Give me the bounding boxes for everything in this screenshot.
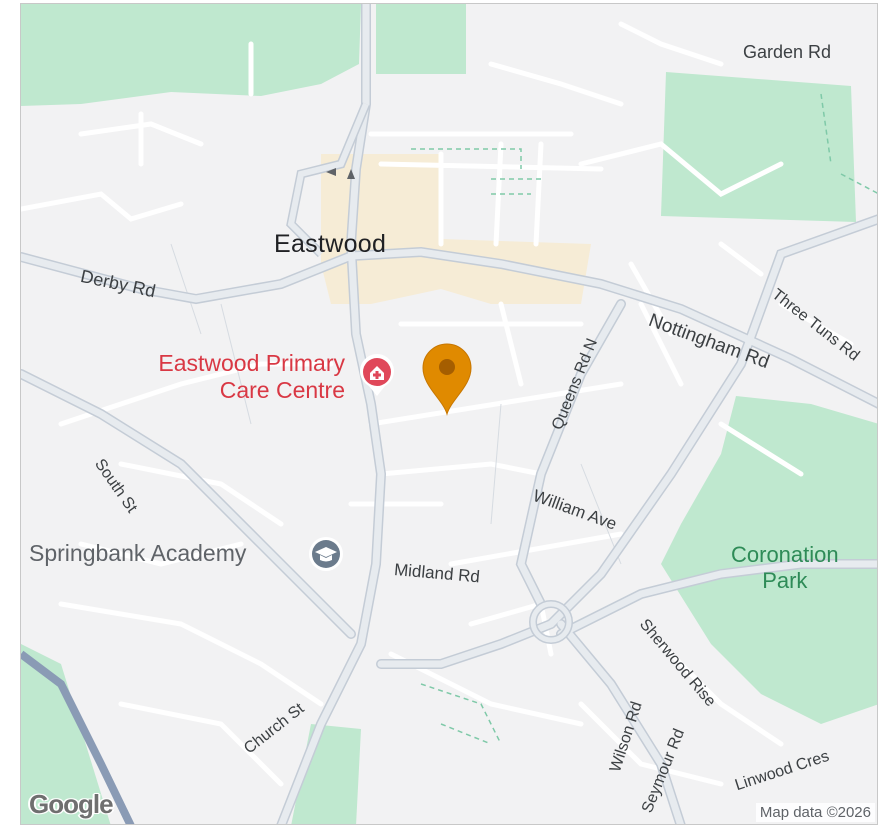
town-centre-area xyxy=(321,154,591,304)
map-viewport[interactable]: Garden Rd Derby Rd Nottingham Rd Three T… xyxy=(20,3,878,825)
park-label: Coronation Park xyxy=(731,542,839,594)
map-attribution[interactable]: Map data ©2026 xyxy=(755,803,875,822)
park-area-southwest xyxy=(21,644,111,824)
road-label-garden-rd: Garden Rd xyxy=(743,42,832,62)
park-area-northeast xyxy=(661,72,856,222)
school-icon[interactable] xyxy=(306,534,346,574)
park-area-north xyxy=(376,4,466,74)
main-roads xyxy=(21,4,877,824)
park-label-line2: Park xyxy=(762,568,808,593)
map-canvas xyxy=(21,4,877,824)
hospital-icon[interactable] xyxy=(357,352,397,398)
town-label: Eastwood xyxy=(274,230,387,258)
poi-primary-care-line2: Care Centre xyxy=(219,377,345,403)
park-area-northwest xyxy=(21,4,361,106)
railway xyxy=(21,650,135,824)
google-logo: Google xyxy=(29,789,114,819)
poi-academy-label[interactable]: Springbank Academy xyxy=(29,540,247,566)
one-way-arrows xyxy=(326,168,355,179)
footpaths xyxy=(411,93,877,745)
poi-primary-care-line1: Eastwood Primary xyxy=(158,350,345,376)
minor-road-outlines xyxy=(170,243,622,565)
location-pin-icon[interactable] xyxy=(419,340,475,416)
coronation-park-area xyxy=(661,396,877,724)
poi-primary-care-label[interactable]: Eastwood Primary Care Centre xyxy=(117,350,345,404)
minor-roads xyxy=(21,21,854,787)
park-label-line1: Coronation xyxy=(731,542,839,567)
